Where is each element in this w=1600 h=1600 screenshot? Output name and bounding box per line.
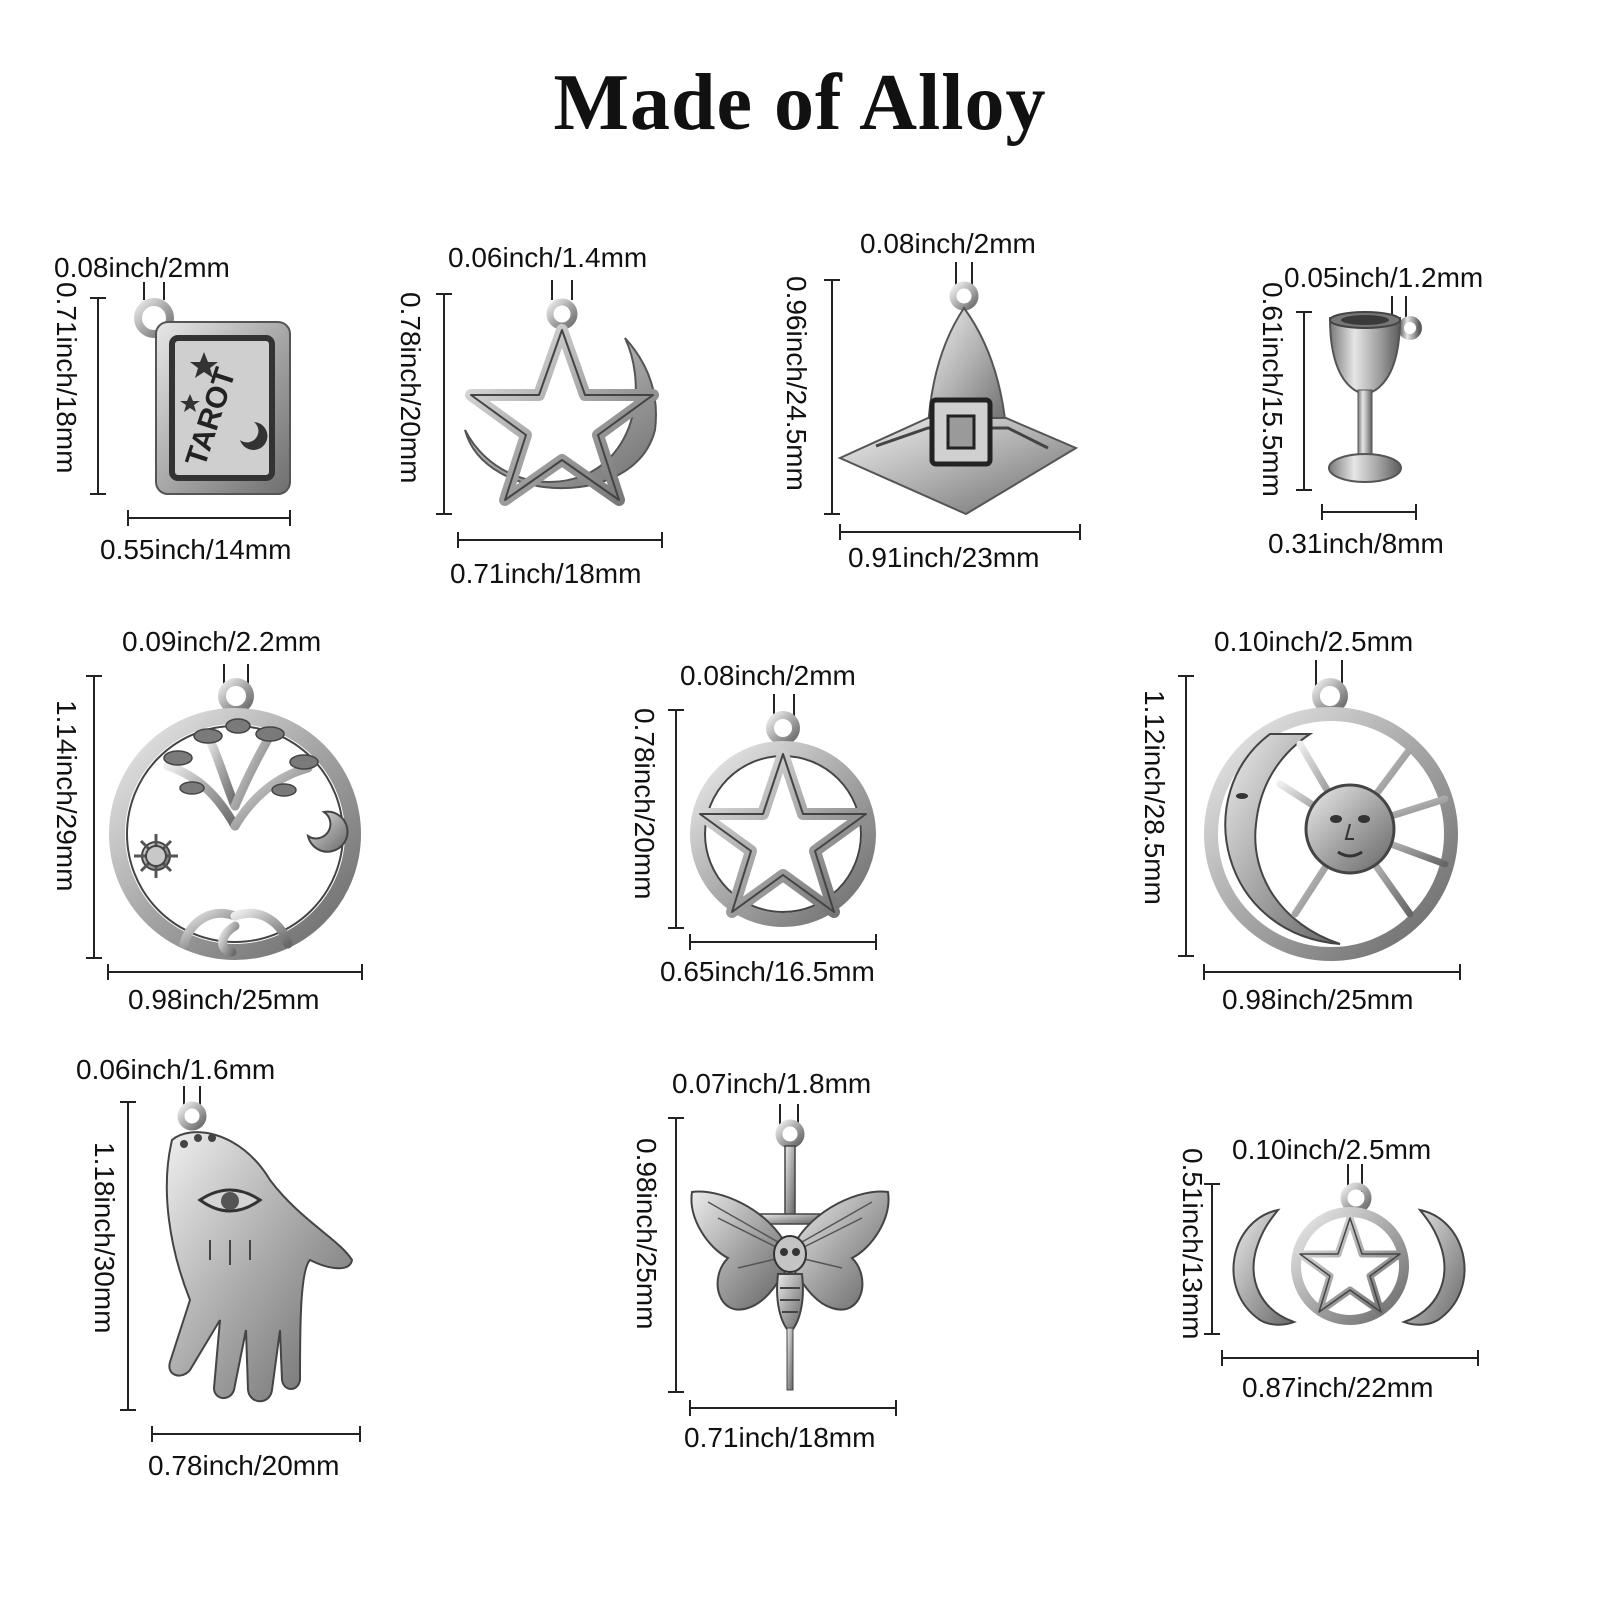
width-label: 0.91inch/23mm xyxy=(848,542,1040,573)
hole-size-label: 0.08inch/2mm xyxy=(680,660,856,691)
hole-size-label: 0.10inch/2.5mm xyxy=(1214,626,1414,657)
dimension-lines xyxy=(668,694,877,950)
goblet-icon xyxy=(1328,311,1422,483)
sun-moon-icon xyxy=(1204,678,1458,961)
width-label: 0.98inch/25mm xyxy=(1222,984,1414,1015)
width-label: 0.71inch/18mm xyxy=(684,1422,876,1453)
page-title: Made of Alloy xyxy=(553,59,1047,147)
tarot-card-icon: TAROT xyxy=(134,298,291,495)
width-label: 0.65inch/16.5mm xyxy=(660,956,875,987)
dimension-lines xyxy=(436,280,663,548)
hole-size-label: 0.05inch/1.2mm xyxy=(1284,262,1484,293)
pentagram-moon-icon xyxy=(464,298,659,506)
dimension-lines xyxy=(824,262,1081,540)
mystic-hand-icon xyxy=(165,1101,354,1403)
width-label: 0.55inch/14mm xyxy=(100,534,292,565)
hole-size-label: 0.06inch/1.6mm xyxy=(76,1054,276,1085)
hole-size-label: 0.10inch/2.5mm xyxy=(1232,1134,1432,1165)
width-label: 0.71inch/18mm xyxy=(450,558,642,589)
width-label: 0.98inch/25mm xyxy=(128,984,320,1015)
hole-size-label: 0.06inch/1.4mm xyxy=(448,242,648,273)
width-label: 0.78inch/20mm xyxy=(148,1450,340,1481)
width-label: 0.31inch/8mm xyxy=(1268,528,1444,559)
witch-hat-icon xyxy=(837,281,1079,516)
dimension-lines xyxy=(120,1086,361,1442)
hole-size-label: 0.07inch/1.8mm xyxy=(672,1068,872,1099)
width-label: 0.87inch/22mm xyxy=(1242,1372,1434,1403)
dimension-lines xyxy=(668,1104,897,1416)
hole-size-label: 0.09inch/2.2mm xyxy=(122,626,322,657)
tree-of-life-icon xyxy=(109,678,361,960)
triple-moon-icon xyxy=(1232,1182,1466,1326)
dimension-lines xyxy=(90,282,291,526)
pentacle-icon xyxy=(690,711,876,927)
hole-size-label: 0.08inch/2mm xyxy=(54,252,230,283)
death-moth-icon xyxy=(690,1119,890,1391)
hole-size-label: 0.08inch/2mm xyxy=(860,228,1036,259)
